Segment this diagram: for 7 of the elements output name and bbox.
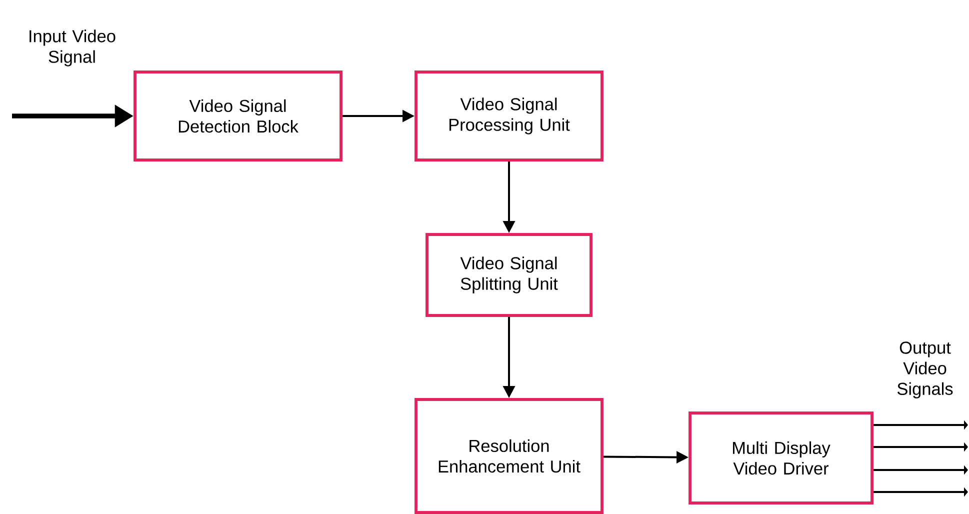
process-box: Video Signal Splitting Unit — [426, 233, 592, 317]
signal-label: Output Video Signals — [897, 342, 953, 398]
signal-label: Input Video Signal — [30, 30, 116, 66]
process-box: Video Signal Detection Block — [134, 70, 342, 162]
process-box: Resolution Enhancement Unit — [414, 398, 604, 514]
process-box: Multi Display Video Driver — [688, 412, 874, 504]
process-box: Video Signal Processing Unit — [414, 70, 604, 162]
